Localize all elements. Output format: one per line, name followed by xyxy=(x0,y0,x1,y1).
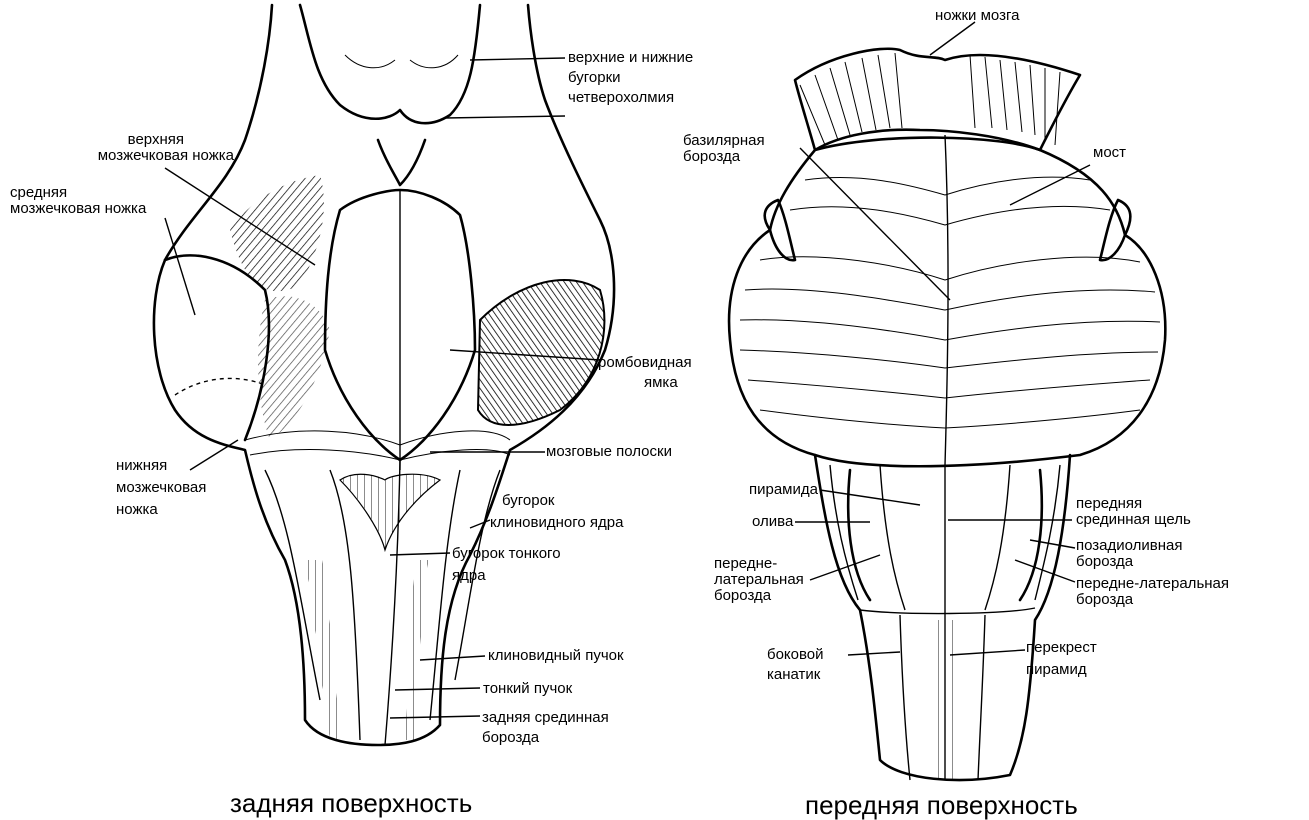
label-inferior-peduncle-line2: мозжечковая xyxy=(116,480,206,496)
label-decussation-line1: перекрест xyxy=(1026,640,1097,656)
label-postolivary-sulcus: позадиоливная борозда xyxy=(1076,538,1183,570)
label-antlat-left-line1: передне- xyxy=(714,556,826,572)
label-posterior-sulcus-line1: задняя срединная xyxy=(482,710,609,726)
caption-posterior-surface: задняя поверхность xyxy=(230,788,472,818)
label-rhomboid-fossa: ромбовидная ямка xyxy=(598,355,692,391)
label-basilar-sulcus: базилярная борозда xyxy=(683,133,765,165)
label-lateral-funiculus-line2: канатик xyxy=(767,667,824,683)
label-antlat-right-line2: борозда xyxy=(1076,592,1229,608)
label-cuneate-tubercle-line1: бугорок xyxy=(490,493,623,509)
label-anterolateral-sulcus-left: передне- латеральная борозда xyxy=(714,556,826,604)
label-basilar-line1: базилярная xyxy=(683,133,765,149)
label-cuneate-fasciculus: клиновидный пучок xyxy=(488,648,624,664)
label-basilar-line2: борозда xyxy=(683,149,765,165)
label-anterior-median-fissure: передняя срединная щель xyxy=(1076,496,1191,528)
label-gracile-fasciculus: тонкий пучок xyxy=(483,681,572,697)
label-ant-fissure-line1: передняя xyxy=(1076,496,1191,512)
label-inferior-peduncle-line1: нижняя xyxy=(116,458,206,474)
label-gracile-tubercle-line2: ядра xyxy=(452,568,561,584)
label-cuneate-tubercle-line2: клиновидного ядра xyxy=(490,515,623,531)
label-pyramidal-decussation: перекрест пирамид xyxy=(1026,640,1097,678)
label-colliculi-line1: верхние и нижние xyxy=(568,50,693,66)
label-rhomboid-line1: ромбовидная xyxy=(598,355,692,371)
label-decussation-line2: пирамид xyxy=(1026,662,1097,678)
label-cuneate-tubercle: бугорок клиновидного ядра xyxy=(490,493,623,531)
label-colliculi-line3: четверохолмия xyxy=(568,90,693,106)
label-olive: олива xyxy=(752,514,793,530)
label-inferior-cerebellar-peduncle: нижняя мозжечковая ножка xyxy=(116,458,206,518)
label-anterolateral-sulcus-right: передне-латеральная борозда xyxy=(1076,576,1229,608)
label-posterior-median-sulcus: задняя срединная борозда xyxy=(482,710,609,746)
label-ant-fissure-line2: срединная щель xyxy=(1076,512,1191,528)
label-antlat-left-line3: борозда xyxy=(714,588,826,604)
label-colliculi-line2: бугорки xyxy=(568,70,693,86)
label-colliculi: верхние и нижние бугорки четверохолмия xyxy=(568,50,693,106)
anterior-leader-lines xyxy=(795,22,1090,655)
label-superior-cerebellar-peduncle: верхняя мозжечковая ножка xyxy=(40,132,234,164)
label-lateral-funiculus-line1: боковой xyxy=(767,647,824,663)
label-medullary-striae: мозговые полоски xyxy=(546,444,672,460)
label-inferior-peduncle-line3: ножка xyxy=(116,502,206,518)
label-gracile-tubercle: бугорок тонкого ядра xyxy=(452,546,561,584)
label-rhomboid-line2: ямка xyxy=(598,375,692,391)
label-posterior-sulcus-line2: борозда xyxy=(482,730,609,746)
label-middle-cerebellar-peduncle: средняя мозжечковая ножка xyxy=(10,185,146,217)
label-middle-peduncle-line1: средняя xyxy=(10,185,146,201)
label-superior-peduncle-line2: мозжечковая ножка xyxy=(40,148,234,164)
label-superior-peduncle-line1: верхняя xyxy=(40,132,234,148)
label-postolivary-line1: позадиоливная xyxy=(1076,538,1183,554)
label-antlat-left-line2: латеральная xyxy=(714,572,826,588)
label-postolivary-line2: борозда xyxy=(1076,554,1183,570)
label-middle-peduncle-line2: мозжечковая ножка xyxy=(10,201,146,217)
label-lateral-funiculus: боковой канатик xyxy=(767,647,824,683)
label-gracile-tubercle-line1: бугорок тонкого xyxy=(452,546,561,562)
label-antlat-right-line1: передне-латеральная xyxy=(1076,576,1229,592)
label-pons: мост xyxy=(1093,145,1126,161)
caption-anterior-surface: передняя поверхность xyxy=(805,790,1078,820)
label-cerebral-peduncles: ножки мозга xyxy=(935,8,1019,24)
label-pyramid: пирамида xyxy=(749,482,818,498)
